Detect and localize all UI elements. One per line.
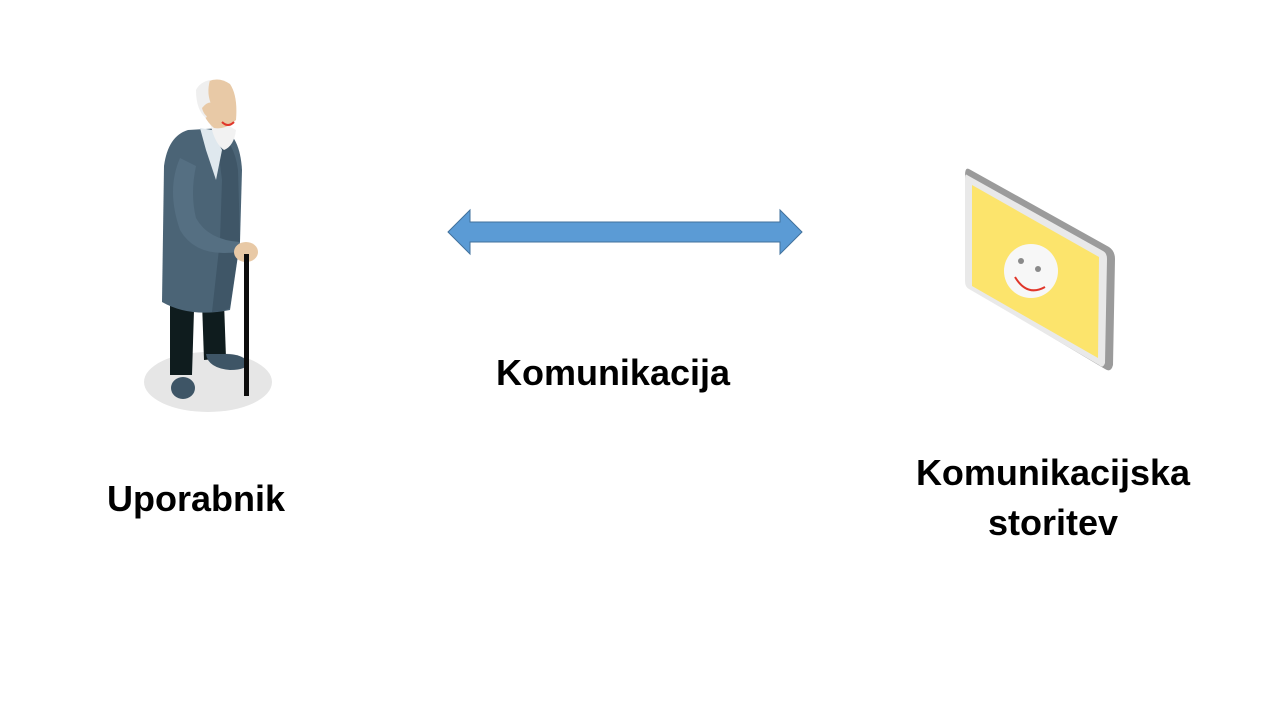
service-label-line-1: Komunikacijska — [915, 452, 1191, 493]
user-label: Uporabnik — [106, 478, 285, 519]
tablet-smiley-screen-icon — [965, 168, 1115, 371]
elderly-man-with-cane-icon — [144, 79, 272, 412]
double-headed-arrow-icon — [447, 208, 803, 256]
service-label-line-2: storitev — [987, 502, 1119, 543]
communication-label: Komunikacija — [495, 352, 731, 393]
